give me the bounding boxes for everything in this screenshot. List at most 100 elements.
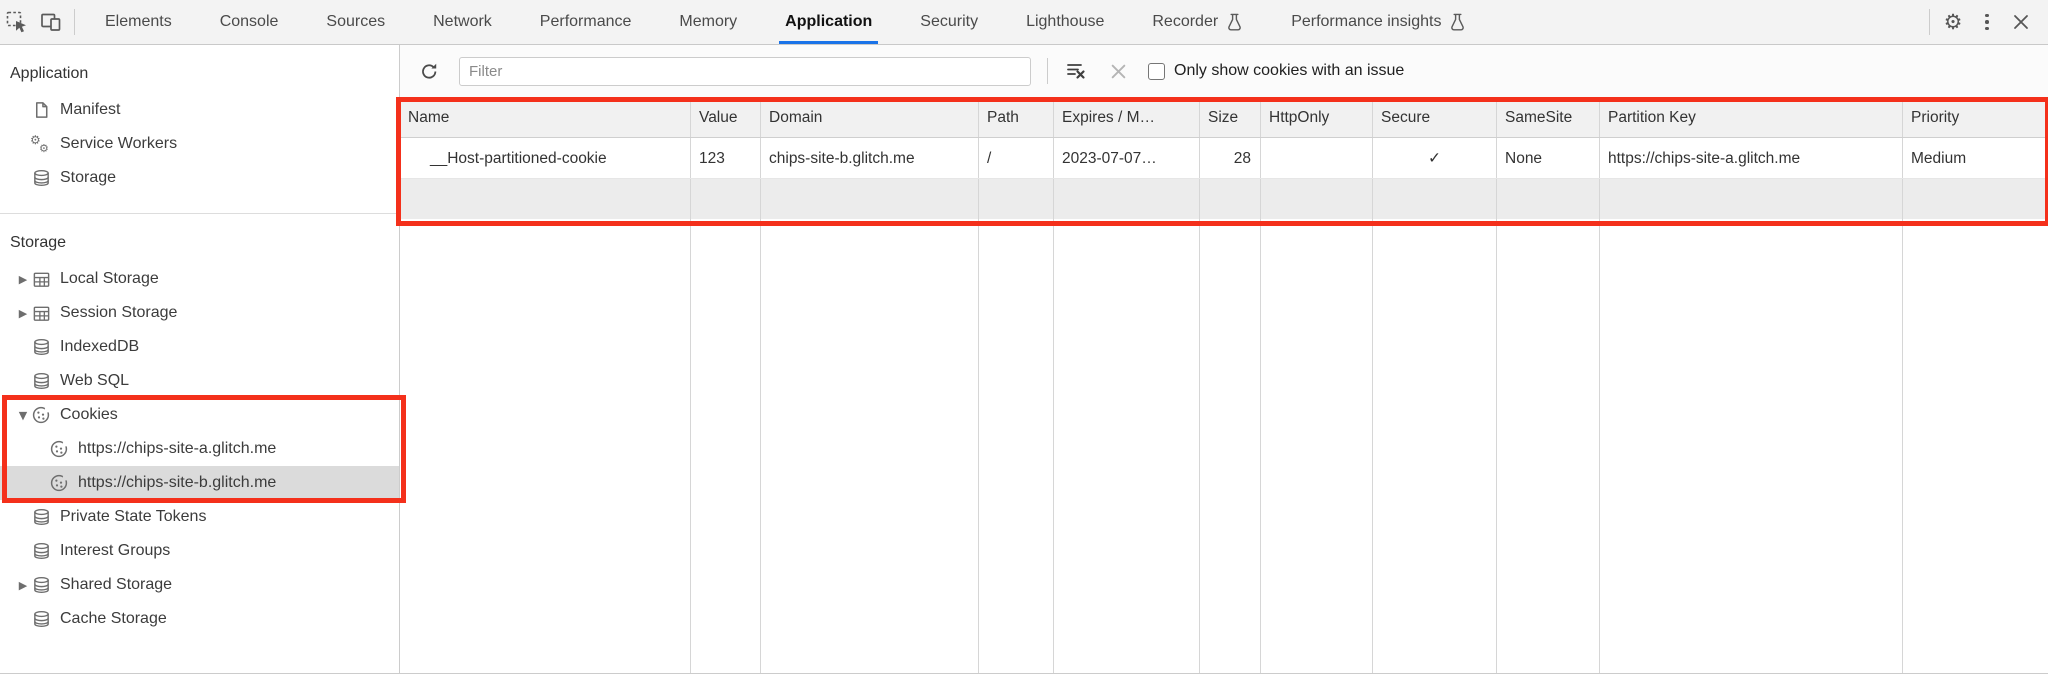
tab-console[interactable]: Console xyxy=(219,13,279,30)
tab-recorder[interactable]: Recorder xyxy=(1128,0,1267,44)
sidebar-item-label: https://chips-site-a.glitch.me xyxy=(78,440,277,457)
filter-input[interactable] xyxy=(459,56,1031,86)
sidebar-item-label: Web SQL xyxy=(60,372,130,389)
manifest-document-icon xyxy=(30,99,52,121)
sidebar-item-service-workers[interactable]: ⚙⚙ Service Workers xyxy=(0,127,399,161)
cell-priority: Medium xyxy=(1911,150,1967,167)
clear-all-cookies-icon[interactable] xyxy=(1062,57,1090,85)
cookies-tree-group: ▼ Cookies https://chips-site-a.glitch.me xyxy=(0,395,406,503)
sidebar-item-cookies[interactable]: ▼ Cookies xyxy=(0,398,399,432)
tab-application[interactable]: Application xyxy=(761,0,896,44)
cell-size: 28 xyxy=(1200,138,1261,178)
sidebar-item-label: Manifest xyxy=(60,101,121,118)
only-show-issue-checkbox[interactable] xyxy=(1148,62,1165,80)
device-toolbar-icon[interactable] xyxy=(34,5,68,39)
cookies-table-header: Name Value Domain Path Expires / M… Size… xyxy=(400,97,2048,138)
tab-elements[interactable]: Elements xyxy=(105,13,172,30)
sidebar-item-label: Cache Storage xyxy=(60,610,167,627)
cookie-table-row[interactable]: __Host-partitioned-cookie 123 chips-site… xyxy=(400,138,2048,179)
sidebar-item-cookies-chips-site-b[interactable]: https://chips-site-b.glitch.me xyxy=(0,466,399,500)
tab-application-label: Application xyxy=(785,13,873,30)
only-show-issue-label: Only show cookies with an issue xyxy=(1174,62,1405,79)
sidebar-item-session-storage[interactable]: ▶ Session Storage xyxy=(0,296,399,330)
toolbar-divider xyxy=(74,9,75,35)
sidebar-item-private-state-tokens[interactable]: Private State Tokens xyxy=(0,500,399,534)
cookies-toolbar: Only show cookies with an issue xyxy=(400,45,2048,97)
column-header-size[interactable]: Size xyxy=(1200,97,1261,137)
sidebar-item-label: Storage xyxy=(60,169,117,186)
cell-name: __Host-partitioned-cookie xyxy=(400,138,691,178)
empty-table-row xyxy=(400,179,2048,219)
database-icon xyxy=(30,540,52,562)
inspect-element-icon[interactable] xyxy=(0,5,34,39)
column-header-httponly[interactable]: HttpOnly xyxy=(1261,97,1373,137)
devtools-tabbar: Elements Console Sources Network Perform… xyxy=(0,0,2048,45)
column-header-value[interactable]: Value xyxy=(691,97,761,137)
sidebar-item-cookies-chips-site-a[interactable]: https://chips-site-a.glitch.me xyxy=(0,432,399,466)
cookie-icon xyxy=(30,404,52,426)
experiment-flask-icon xyxy=(1228,13,1242,30)
tab-performance[interactable]: Performance xyxy=(539,13,632,30)
sidebar-item-shared-storage[interactable]: ▶ Shared Storage xyxy=(0,568,399,602)
toolbar-divider xyxy=(1929,9,1930,35)
tab-security[interactable]: Security xyxy=(920,13,979,30)
application-panel-sidebar: Application Manifest ⚙⚙ Service Workers xyxy=(0,45,406,673)
experiment-flask-icon xyxy=(1451,13,1465,30)
database-icon xyxy=(30,336,52,358)
sidebar-item-label: Cookies xyxy=(60,406,118,423)
column-header-expires[interactable]: Expires / M… xyxy=(1054,97,1200,137)
cell-path: / xyxy=(979,138,1054,178)
sidebar-item-indexeddb[interactable]: IndexedDB xyxy=(0,330,399,364)
sidebar-section-application: Application Manifest ⚙⚙ Service Workers xyxy=(0,45,399,214)
sidebar-item-web-sql[interactable]: Web SQL xyxy=(0,364,399,398)
cookie-icon xyxy=(48,438,70,460)
sidebar-item-label: Session Storage xyxy=(60,304,178,321)
chevron-right-icon: ▶ xyxy=(18,578,28,592)
sidebar-item-label: Interest Groups xyxy=(60,542,171,559)
cell-expires: 2023-07-07… xyxy=(1054,138,1200,178)
column-header-domain[interactable]: Domain xyxy=(761,97,979,137)
cell-value: 123 xyxy=(691,138,761,178)
settings-gear-icon[interactable]: ⚙ xyxy=(1943,9,1963,34)
tab-recorder-label: Recorder xyxy=(1152,13,1219,30)
column-header-partition-key[interactable]: Partition Key xyxy=(1600,97,1903,137)
table-grid-icon xyxy=(30,268,52,290)
column-header-samesite[interactable]: SameSite xyxy=(1497,97,1600,137)
table-empty-area xyxy=(400,219,2048,673)
application-section-title: Application xyxy=(10,65,89,82)
column-header-priority[interactable]: Priority xyxy=(1911,109,1960,126)
more-options-menu-icon[interactable] xyxy=(1970,5,2004,39)
cell-samesite: None xyxy=(1497,138,1600,178)
sidebar-item-interest-groups[interactable]: Interest Groups xyxy=(0,534,399,568)
tab-lighthouse[interactable]: Lighthouse xyxy=(1026,13,1105,30)
cell-httponly xyxy=(1261,138,1373,178)
sidebar-item-label: IndexedDB xyxy=(60,338,140,355)
cell-secure-checkmark: ✓ xyxy=(1373,138,1497,178)
sidebar-item-manifest[interactable]: Manifest xyxy=(0,93,399,127)
tab-performance-insights-label: Performance insights xyxy=(1291,13,1442,30)
tab-memory[interactable]: Memory xyxy=(679,13,738,30)
database-icon xyxy=(30,370,52,392)
tab-sources[interactable]: Sources xyxy=(326,13,386,30)
devtools-tabs: Elements Console Sources Network Perform… xyxy=(81,0,1490,44)
refresh-icon[interactable] xyxy=(412,54,446,88)
database-icon xyxy=(30,574,52,596)
sidebar-item-storage[interactable]: Storage xyxy=(0,161,399,195)
sidebar-item-cache-storage[interactable]: Cache Storage xyxy=(0,602,399,636)
sidebar-item-label: Shared Storage xyxy=(60,576,173,593)
column-header-secure[interactable]: Secure xyxy=(1373,97,1497,137)
sidebar-item-label: Service Workers xyxy=(60,135,178,152)
sidebar-section-storage: Storage ▶ Local Storage ▶ Session Storag… xyxy=(0,214,406,636)
cookies-panel: Only show cookies with an issue Name Val… xyxy=(396,45,2048,673)
tabbar-right-controls: ⚙ xyxy=(1923,5,2048,39)
storage-database-icon xyxy=(30,167,52,189)
service-workers-gears-icon: ⚙⚙ xyxy=(30,133,49,155)
tab-performance-insights[interactable]: Performance insights xyxy=(1267,0,1490,44)
sidebar-item-local-storage[interactable]: ▶ Local Storage xyxy=(0,262,399,296)
column-header-path[interactable]: Path xyxy=(979,97,1054,137)
chevron-down-icon: ▼ xyxy=(18,408,28,422)
tab-network[interactable]: Network xyxy=(433,13,492,30)
devtools-content: Application Manifest ⚙⚙ Service Workers xyxy=(0,45,2048,673)
column-header-name[interactable]: Name xyxy=(400,97,691,137)
close-devtools-icon[interactable] xyxy=(2004,5,2038,39)
